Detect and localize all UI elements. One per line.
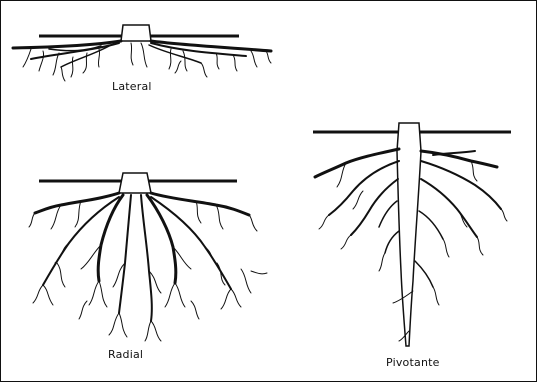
label-pivotante: Pivotante bbox=[386, 356, 440, 369]
pivotante-root-drawing bbox=[313, 123, 511, 346]
label-radial: Radial bbox=[108, 348, 143, 361]
radial-root-drawing bbox=[29, 173, 267, 341]
lateral-root-drawing bbox=[13, 25, 271, 81]
label-lateral: Lateral bbox=[112, 80, 152, 93]
